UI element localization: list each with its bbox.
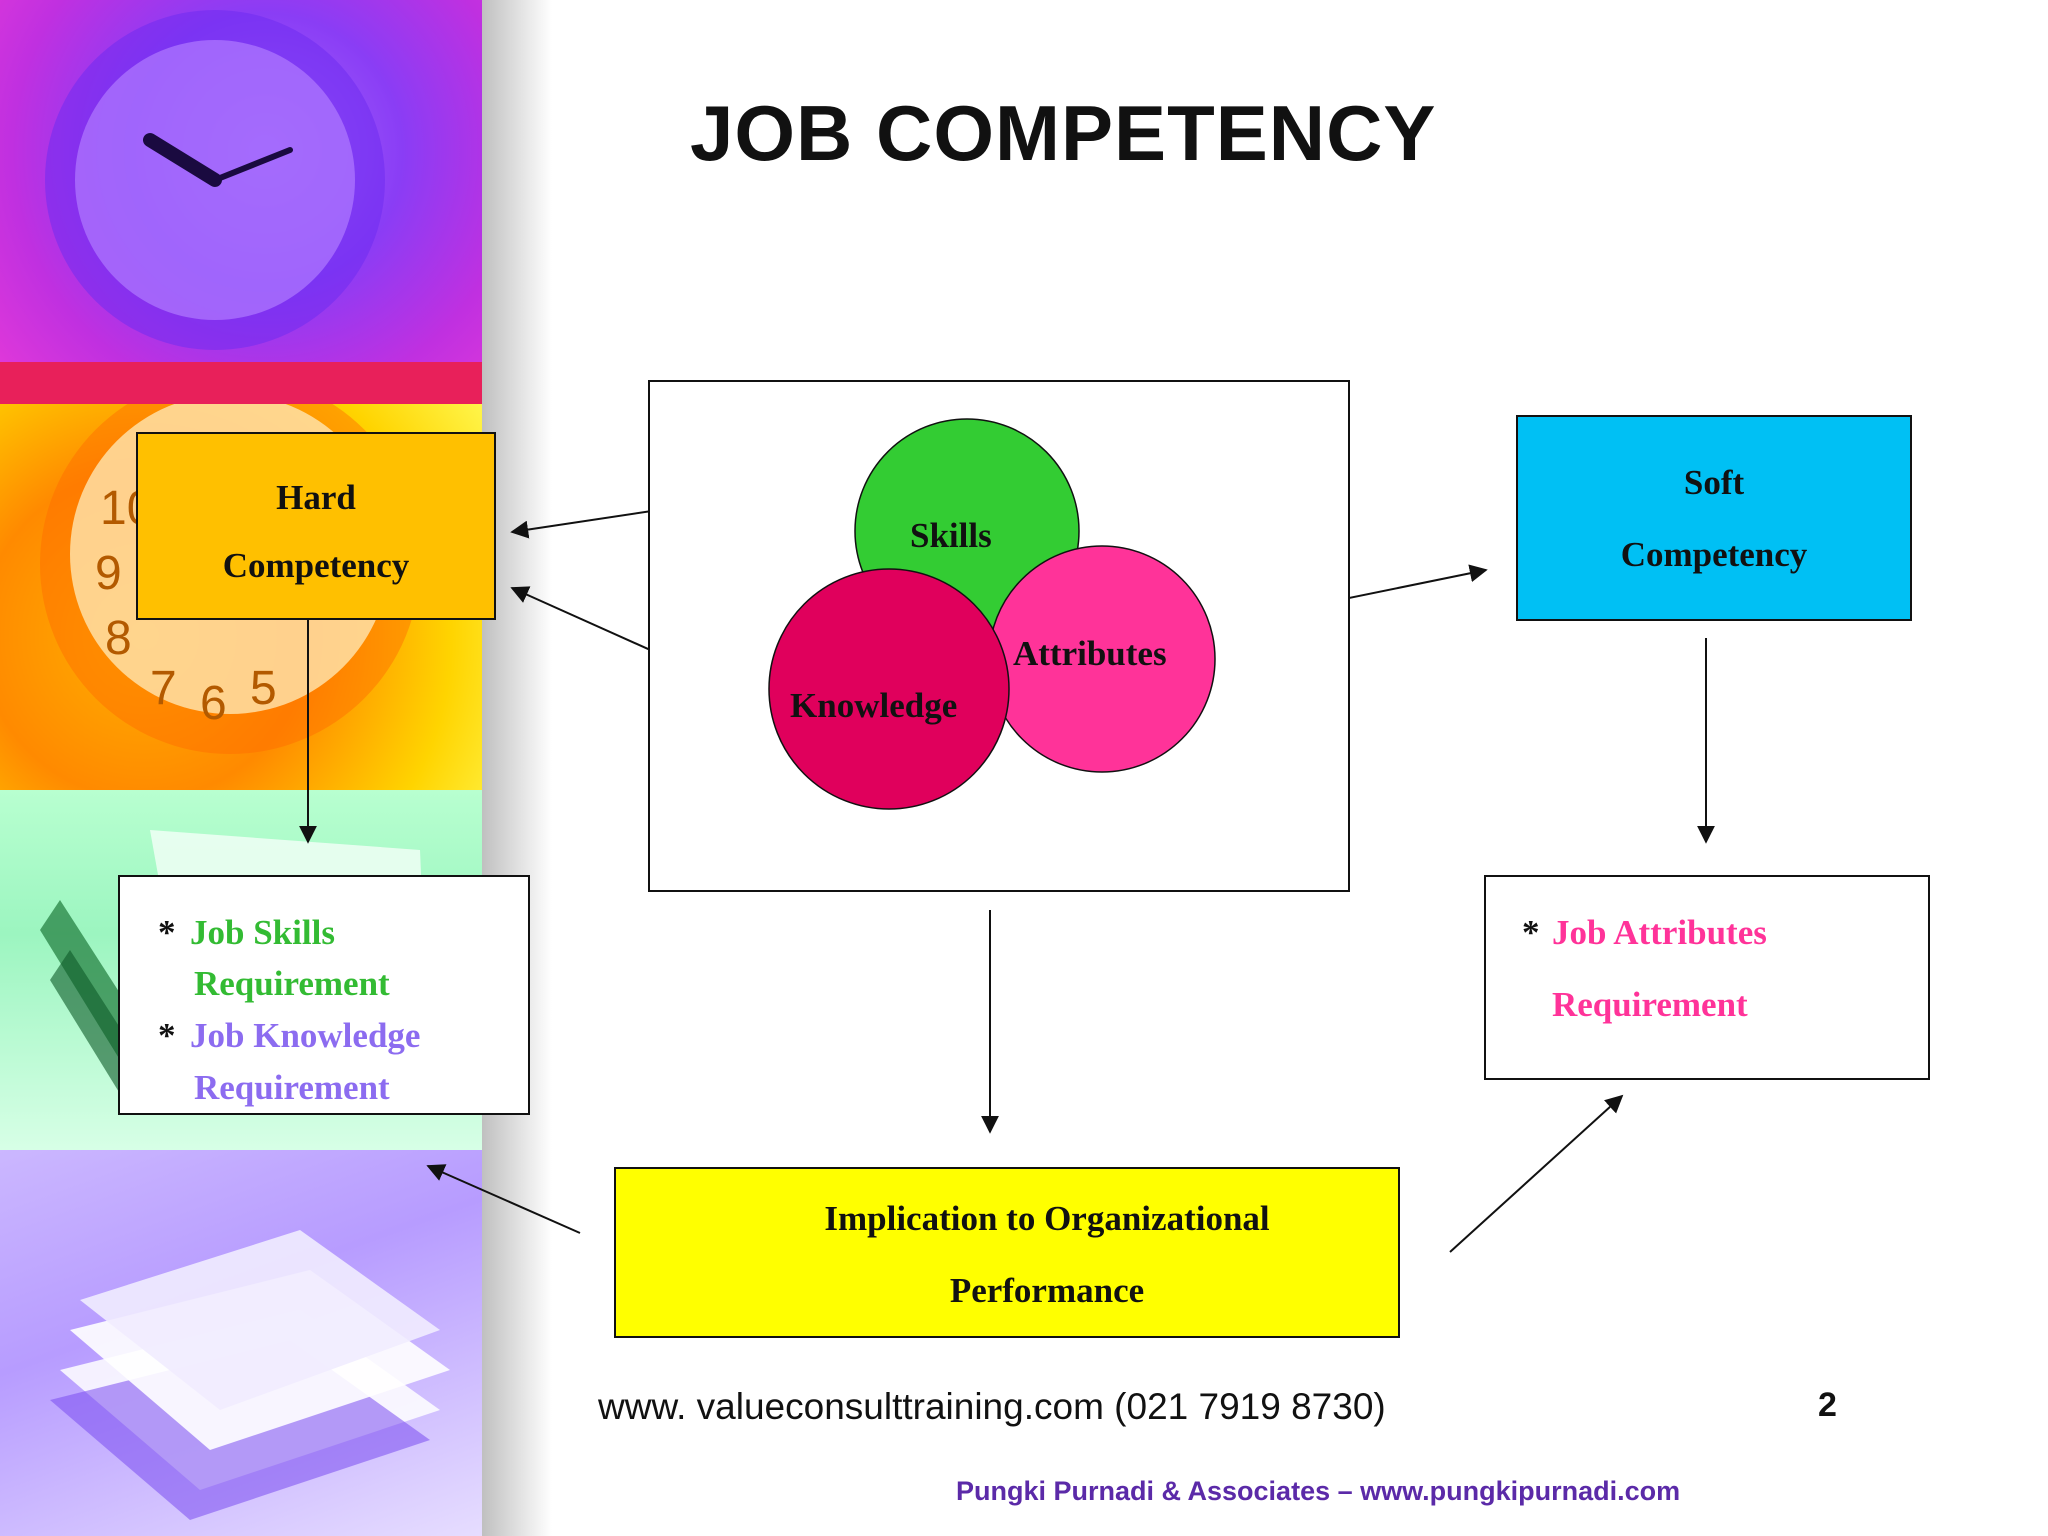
purple-clock-photo — [0, 0, 482, 398]
job-skills-line2: Requirement — [194, 964, 390, 1003]
knowledge-label: Knowledge — [790, 686, 958, 725]
arrow-implication-to-soft-requirements — [1449, 1094, 1624, 1253]
venn-diagram — [768, 418, 1216, 810]
page-title: JOB COMPETENCY — [690, 89, 1437, 177]
hard-competency-box: Hard Competency — [136, 432, 496, 620]
job-knowledge-line2: Requirement — [194, 1068, 390, 1107]
svg-text:9: 9 — [95, 547, 122, 600]
implication-line2: Performance — [949, 1271, 1145, 1310]
job-skills-line1: Job Skills — [190, 913, 335, 952]
competency-venn-box: Skills Attributes Knowledge — [648, 380, 1350, 892]
hard-competency-line2: Competency — [222, 546, 410, 585]
soft-competency-line2: Competency — [1620, 535, 1808, 574]
svg-text:8: 8 — [105, 612, 132, 665]
soft-competency-line1: Soft — [1683, 463, 1745, 502]
paper-stack-icon — [50, 1230, 450, 1520]
knowledge-circle — [768, 568, 1010, 810]
stacked-papers-photo — [0, 1150, 482, 1536]
svg-text:6: 6 — [200, 677, 227, 730]
footer-credit: Pungki Purnadi & Associates – www.pungki… — [956, 1476, 1681, 1506]
arrow-implication-to-hard-requirements — [426, 1164, 581, 1234]
job-attributes-line2: Requirement — [1552, 985, 1748, 1024]
attributes-label: Attributes — [1013, 634, 1167, 673]
hard-requirements-box: * Job Skills Requirement * Job Knowledge… — [118, 875, 530, 1115]
soft-competency-box: Soft Competency — [1516, 415, 1912, 621]
wall-clock-icon — [45, 10, 385, 350]
strip-shadow — [482, 0, 552, 1536]
red-band — [0, 362, 482, 404]
bullet-attributes: * — [1522, 913, 1540, 952]
svg-text:5: 5 — [250, 662, 277, 715]
job-knowledge-line1: Job Knowledge — [190, 1016, 421, 1055]
bullet-knowledge: * — [158, 1016, 176, 1055]
page-number: 2 — [1818, 1386, 1837, 1424]
soft-requirements-box: * Job Attributes Requirement — [1484, 875, 1930, 1080]
footer-contact: www. valueconsulttraining.com (021 7919 … — [598, 1386, 1386, 1427]
implication-line1: Implication to Organizational — [824, 1199, 1270, 1238]
job-attributes-line1: Job Attributes — [1552, 913, 1767, 952]
bullet-skills: * — [158, 913, 176, 952]
skills-label: Skills — [910, 516, 992, 555]
hard-competency-line1: Hard — [276, 478, 356, 517]
svg-text:7: 7 — [150, 662, 177, 715]
implication-box: Implication to Organizational Performanc… — [614, 1167, 1400, 1338]
